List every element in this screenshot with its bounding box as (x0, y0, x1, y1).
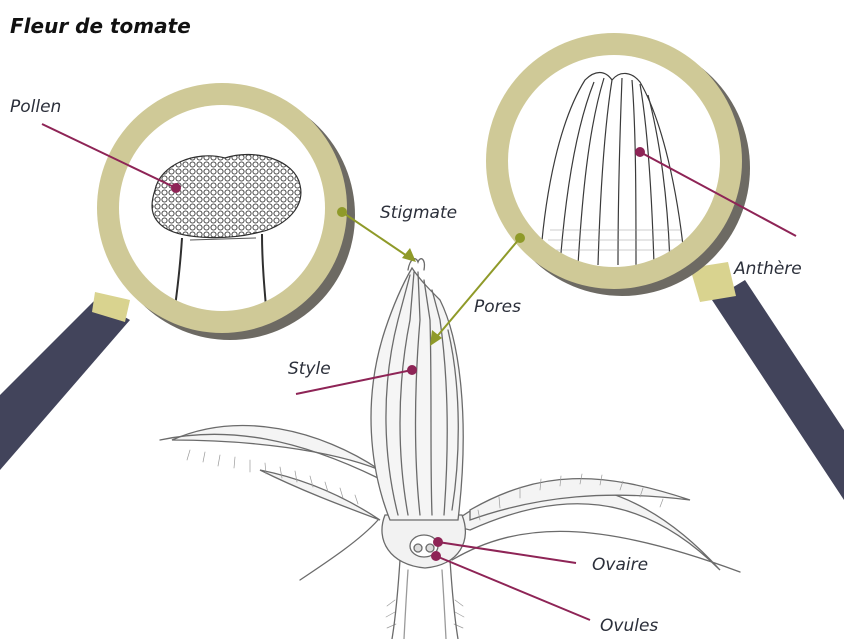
ovaire-dot (433, 537, 443, 547)
pollen-dot (171, 183, 181, 193)
label-stigmate: Stigmate (380, 203, 457, 223)
stem (392, 560, 458, 639)
label-anthere: Anthère (733, 259, 802, 279)
style-dot (407, 365, 417, 375)
ovules-dot (431, 551, 441, 561)
anthere-dot (635, 147, 645, 157)
ovules-leader (436, 556, 590, 620)
label-pollen: Pollen (10, 97, 61, 117)
label-ovules: Ovules (600, 616, 658, 636)
stigmate-dot (337, 207, 347, 217)
left-magnifier (0, 83, 355, 470)
label-ovaire: Ovaire (592, 555, 648, 575)
anther-cone (371, 259, 463, 520)
diagram-title: Fleur de tomate (10, 14, 191, 38)
pores-dot (515, 233, 525, 243)
sepal-left (160, 426, 380, 580)
label-pores: Pores (474, 297, 521, 317)
left-magnifier-handle (0, 292, 130, 470)
right-magnifier-handle (690, 262, 844, 500)
label-style: Style (288, 359, 331, 379)
pores-leader (434, 238, 520, 340)
